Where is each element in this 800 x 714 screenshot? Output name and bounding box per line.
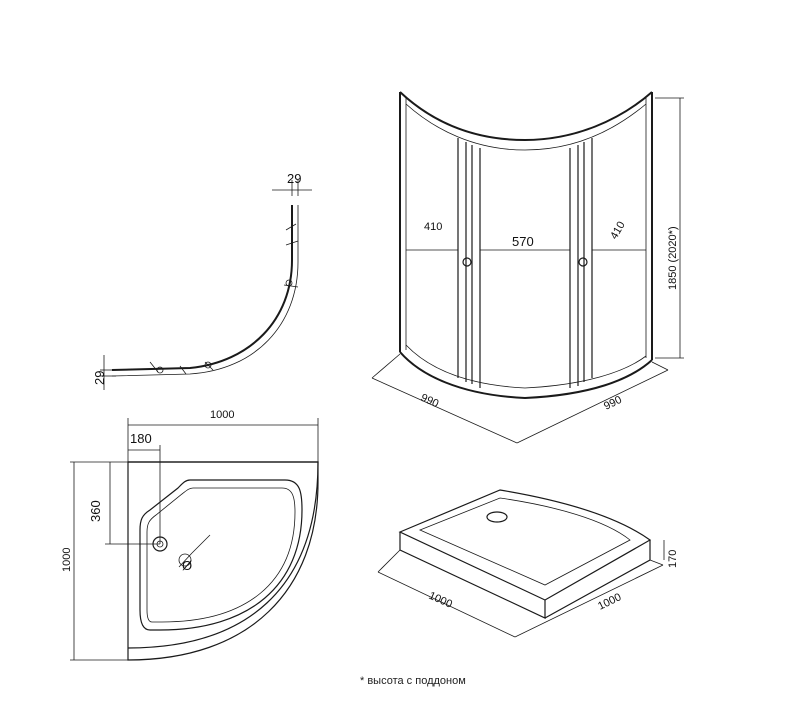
door-right-dim: 410	[608, 220, 628, 242]
tray-3d-view: 1000 1000 170	[377, 489, 679, 638]
tray3d-right-dim: 1000	[596, 591, 623, 613]
tray-width-dim: 1000	[210, 409, 234, 421]
footnote: * высота с поддоном	[360, 675, 466, 687]
profile-view: 29 29	[92, 171, 312, 390]
cabin-depth-right-dim: 990	[602, 394, 624, 413]
door-left-dim: 410	[424, 221, 442, 233]
tray-height-dim: 1000	[61, 548, 73, 572]
tray3d-height-dim: 170	[667, 550, 679, 568]
tray-top-view: 1000 180 360 1000 Ø	[61, 409, 319, 661]
profile-top-dim: 29	[287, 171, 301, 186]
cabin-3d-view: 410 570 410 1850 (2020*) 990 990	[371, 91, 684, 444]
drain-y-dim: 360	[88, 500, 103, 522]
profile-left-dim: 29	[92, 371, 107, 385]
drain-x-dim: 180	[130, 431, 152, 446]
tray3d-left-dim: 1000	[427, 590, 454, 611]
cabin-height-dim: 1850 (2020*)	[667, 226, 679, 290]
door-center-dim: 570	[512, 234, 534, 249]
drain-symbol: Ø	[182, 558, 192, 573]
